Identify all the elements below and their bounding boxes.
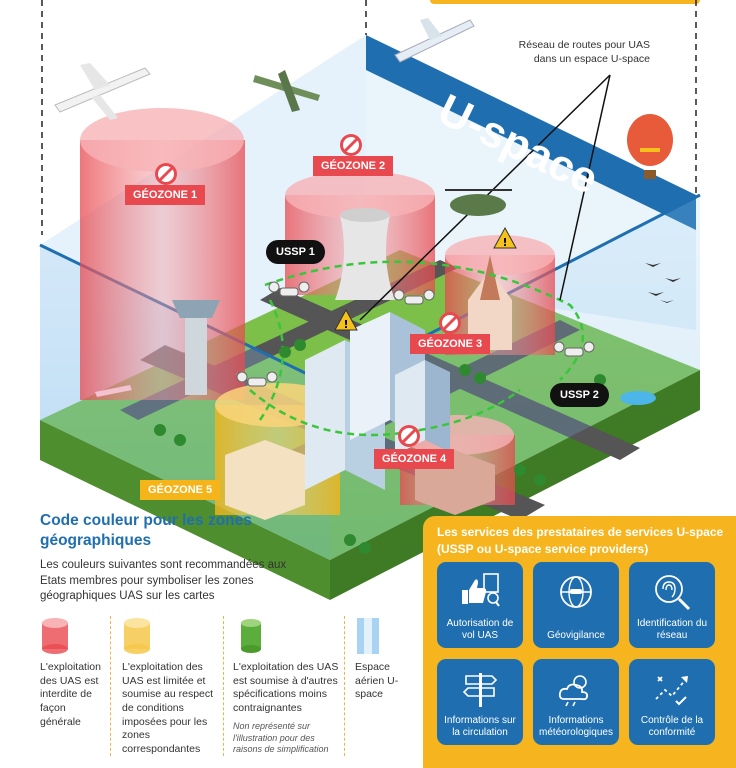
ussp-2-label: USSP 2 <box>550 383 609 407</box>
drone-icon-4 <box>553 341 595 357</box>
no-entry-icon-2 <box>340 134 362 156</box>
weather-icon <box>558 675 589 707</box>
globe-drone-icon <box>560 576 592 608</box>
no-entry-icon-1 <box>155 163 177 185</box>
pond <box>620 391 656 405</box>
legend-text-yellow: L'exploitation des UAS est limitée et so… <box>122 661 214 755</box>
cooling-tower <box>335 208 395 300</box>
service-traffic-information-label: Informations sur la circulation <box>444 715 516 738</box>
hospital-building <box>225 440 305 520</box>
legend-separator-3 <box>344 616 345 756</box>
ussp-1-label: USSP 1 <box>266 240 325 264</box>
service-network-identification-label: Identification du réseau <box>636 618 708 641</box>
service-geovigilance: Géovigilance <box>533 562 619 648</box>
geozone-1-label: GÉOZONE 1 <box>125 185 206 205</box>
drone-icon-3 <box>236 371 278 387</box>
services-panel: Les services des prestataires de service… <box>423 516 736 768</box>
service-geovigilance-label: Géovigilance <box>547 630 605 641</box>
service-compliance-control-label: Contrôle de la conformité <box>640 715 704 738</box>
drone-route-1 <box>264 260 585 381</box>
drone-route-3 <box>258 299 285 421</box>
u-space-banner <box>366 35 696 230</box>
geozone-4-label: GÉOZONE 4 <box>374 449 455 469</box>
service-traffic-information: Informations sur la circulation <box>437 659 523 745</box>
geozone-2-label: GÉOZONE 2 <box>313 156 394 176</box>
geozone-5-label: GÉOZONE 5 <box>140 480 221 500</box>
service-weather-information: Informations météorologiques <box>533 659 619 745</box>
legend-separator-1 <box>110 616 111 756</box>
airliner-left-icon <box>54 63 151 120</box>
green-zone-cylinder-icon <box>241 619 261 653</box>
service-authorization-label: Autorisation de vol UAS <box>446 618 514 641</box>
service-compliance-control: Contrôle de la conformité <box>629 659 715 745</box>
airliner-right-icon <box>394 18 475 63</box>
legend-separator-2 <box>223 616 224 756</box>
warning-sign-icon-2: ! <box>493 226 517 249</box>
service-network-identification: Identification du réseau <box>629 562 715 648</box>
uspace-airspace-icon <box>357 618 379 654</box>
legend-text-green: L'exploitation des UAS est soumise à d'a… <box>233 661 339 714</box>
helicopter-icon <box>445 189 512 216</box>
geozone-1-cylinder <box>80 108 245 400</box>
trees <box>154 339 606 554</box>
legend-note: Non représenté sur l'illustration pour d… <box>233 721 329 755</box>
fingerprint-icon <box>655 575 691 611</box>
birds-icon <box>645 263 681 303</box>
legend-text-red: L'exploitation des UAS est interdite de … <box>40 661 101 728</box>
top-accent-bar <box>430 0 700 4</box>
legend-description: Les couleurs suivantes sont recommandées… <box>40 559 287 603</box>
geozone-3-label: GÉOZONE 3 <box>410 334 491 354</box>
svg-text:!: ! <box>502 236 507 249</box>
yellow-zone-cylinder-icon <box>124 618 150 654</box>
control-tower <box>172 300 220 395</box>
drone-icon-1 <box>268 281 310 297</box>
routes-pointer-2 <box>559 74 611 301</box>
service-weather-information-label: Informations météorologiques <box>539 715 613 738</box>
drone-icon-2 <box>393 289 435 305</box>
red-zone-cylinder-icon <box>42 618 68 654</box>
church <box>468 255 512 350</box>
no-entry-icon-4 <box>398 425 420 447</box>
hot-air-balloon-icon <box>627 114 673 179</box>
ground-left-side <box>40 420 330 600</box>
small-plane-icon <box>253 70 320 112</box>
services-title: Les services des prestataires de service… <box>437 525 724 556</box>
signpost-icon <box>462 673 498 707</box>
warning-sign-icon-1: ! <box>334 308 358 331</box>
no-entry-icon-3 <box>439 312 461 334</box>
route-check-icon <box>655 676 688 706</box>
legend-text-uspace: Espace aérien U-space <box>355 661 399 701</box>
service-authorization: Autorisation de vol UAS <box>437 562 523 648</box>
authorization-icon <box>462 573 500 607</box>
svg-text:!: ! <box>343 318 348 331</box>
legend-title: Code couleur pour les zones géographique… <box>40 512 252 550</box>
routes-note: Réseau de routes pour UAS dans un espace… <box>518 39 650 66</box>
small-airplane-ground-icon <box>95 385 132 397</box>
